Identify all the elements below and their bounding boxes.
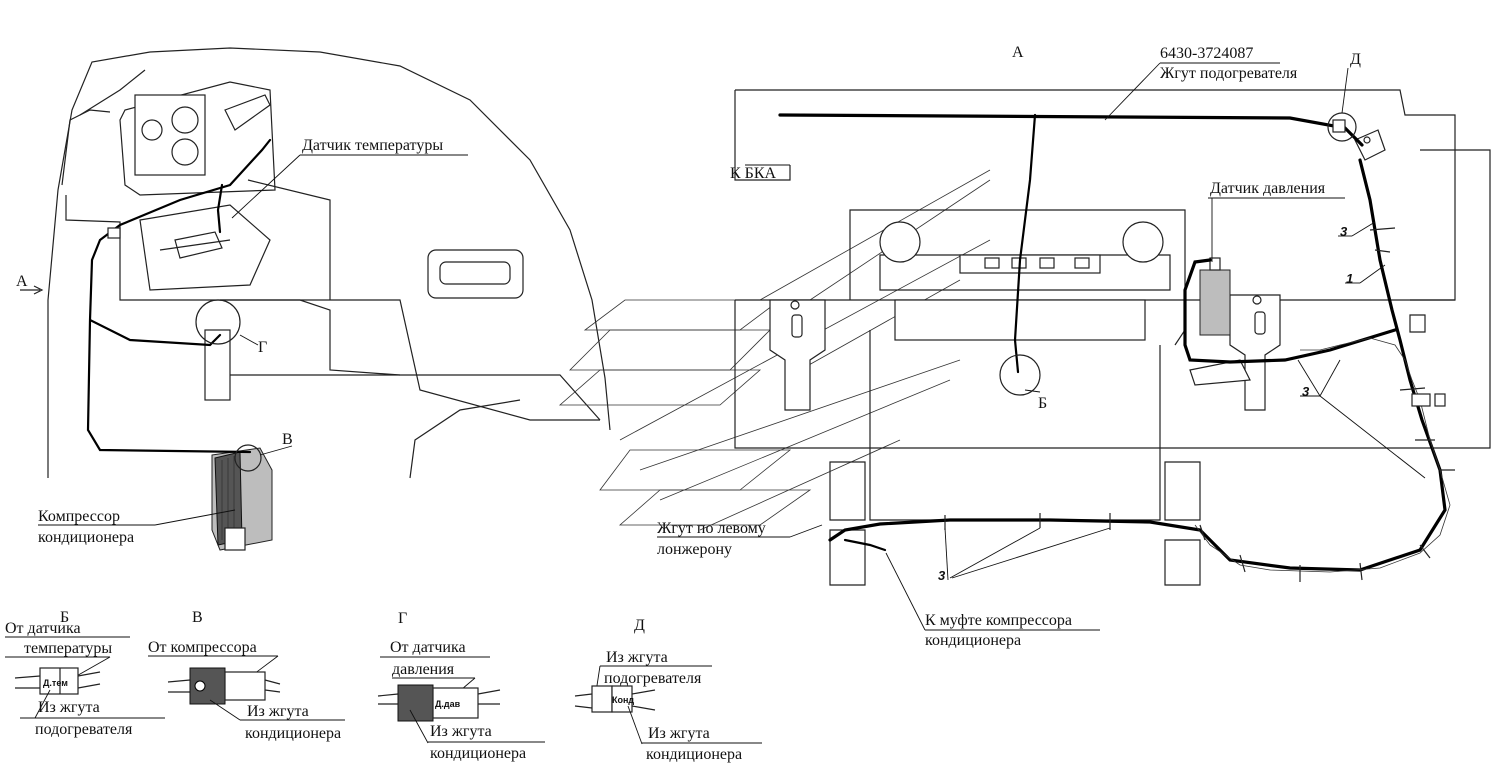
left-spar-label-2: лонжерону <box>657 541 732 558</box>
detail-b: Б От датчика температуры Д.тем Из жгута … <box>5 609 165 738</box>
detail-g-tag: Д.дав <box>435 699 461 709</box>
compressor-label-2: кондиционера <box>38 529 134 546</box>
part-number: 6430-3724087 <box>1160 45 1253 62</box>
detail-g-title: Г <box>398 610 407 627</box>
detail-b-tag: Д.тем <box>43 678 68 688</box>
detail-d-from-1: Из жгута <box>606 649 668 666</box>
detail-g: Г От датчика давления Д.дав Из жгута кон… <box>377 610 545 762</box>
detail-d-to-2: кондиционера <box>646 746 742 763</box>
heater-harness-label: Жгут подогревателя <box>1160 65 1298 82</box>
callout-b: Б <box>1038 395 1047 412</box>
pressure-sensor-label: Датчик давления <box>1210 180 1326 197</box>
ac-harness-ties <box>944 227 1455 582</box>
clutch-wire <box>843 538 887 552</box>
ac-harness <box>828 158 1447 572</box>
heater-harness-drop <box>1013 113 1037 374</box>
pressure-sensor <box>1199 257 1231 336</box>
detail-b-to-2: подогревателя <box>35 721 133 738</box>
clutch-label-1: К муфте компрессора <box>925 612 1072 629</box>
detail-g-from-1: От датчика <box>390 639 466 656</box>
frame-top-view <box>734 89 1491 586</box>
clutch-label-2: кондиционера <box>925 632 1021 649</box>
detail-v-title: В <box>192 609 203 626</box>
callout-g: Г <box>258 339 267 356</box>
detail-g-to-1: Из жгута <box>430 723 492 740</box>
item-3-upper: 3 <box>1340 224 1348 239</box>
detail-b-from-2: температуры <box>24 640 112 657</box>
item-1: 1 <box>1346 271 1353 286</box>
detail-g-from-2: давления <box>392 661 455 678</box>
detail-d-title: Д <box>634 617 645 634</box>
item-3-lower: 3 <box>938 568 946 583</box>
callout-v: В <box>282 431 293 448</box>
detail-v-from: От компрессора <box>148 639 257 656</box>
detail-d: Д Из жгута подогревателя Конд Из жгута к… <box>574 617 762 763</box>
left-spar-label-1: Жгут по левому <box>657 520 766 537</box>
detail-v-to-1: Из жгута <box>247 703 309 720</box>
view-a-title: А <box>1012 44 1024 61</box>
section-hatch <box>558 169 991 531</box>
callout-d: Д <box>1350 51 1361 68</box>
detail-v-circle <box>234 444 262 472</box>
detail-d-to-1: Из жгута <box>648 725 710 742</box>
detail-b-from-1: От датчика <box>5 620 81 637</box>
heater-wire-left <box>86 138 272 454</box>
view-a-arrow-label: А <box>16 273 28 290</box>
cab-side-view <box>20 47 611 551</box>
compressor-label-1: Компрессор <box>38 508 120 525</box>
detail-b-to-1: Из жгута <box>38 699 100 716</box>
item-3-right: 3 <box>1302 384 1310 399</box>
detail-g-to-2: кондиционера <box>430 745 526 762</box>
detail-b-circle <box>999 354 1041 396</box>
temp-sensor-wire <box>216 183 224 234</box>
detail-d-from-2: подогревателя <box>604 670 702 687</box>
detail-v: В От компрессора Из жгута кондиционера <box>148 609 345 742</box>
heater-harness <box>778 113 1364 147</box>
detail-d-tag: Конд <box>612 695 634 705</box>
detail-b-title: Б <box>60 609 69 626</box>
detail-v-to-2: кондиционера <box>245 725 341 742</box>
to-bka-label: К БКА <box>730 165 777 182</box>
compressor <box>211 447 273 551</box>
temp-sensor-label: Датчик температуры <box>302 137 443 154</box>
detail-g-circle <box>195 299 241 345</box>
